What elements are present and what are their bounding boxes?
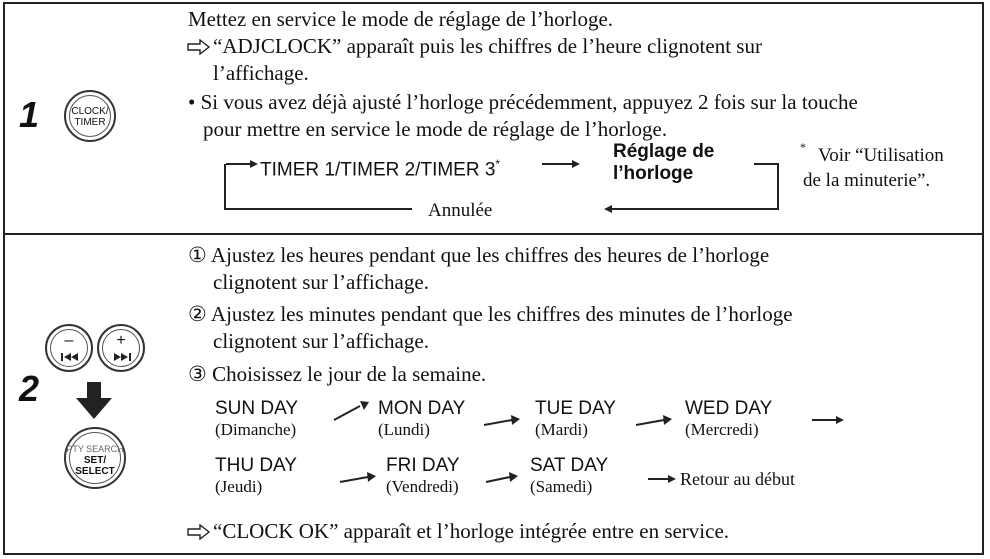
arrow-head	[250, 160, 258, 168]
footnote-mark: *	[800, 140, 806, 154]
flow-annulee: Annulée	[428, 200, 493, 221]
step-number-2: 2	[19, 368, 40, 409]
flow-reglage-line-1: Réglage de	[613, 141, 715, 162]
step-number-1: 1	[19, 94, 40, 135]
button-ring	[102, 329, 140, 367]
plus-label: +	[116, 332, 126, 349]
cycle-line	[224, 164, 412, 210]
footnote-line-1: Voir “Utilisation	[818, 145, 944, 166]
button-ring	[69, 95, 111, 137]
hollow-right-arrow-icon	[187, 524, 211, 540]
step2-item-2: ② Ajustez les minutes pendant que les ch…	[188, 302, 793, 326]
step1-result-text: “ADJCLOCK” apparaît puis les chiffres de…	[213, 34, 762, 58]
set-button-label-1: PTY SEARCH	[66, 444, 124, 454]
set-button-label-2: SET/	[83, 455, 107, 466]
set-select-button[interactable]: PTY SEARCH SET/ SELECT	[64, 427, 126, 489]
flow-timer-label: TIMER 1/TIMER 2/TIMER 3*	[260, 153, 500, 181]
flow-timer-text: TIMER 1/TIMER 2/TIMER 3	[260, 159, 496, 181]
day-thu: THU DAY	[215, 455, 297, 476]
hollow-right-arrow-icon	[187, 39, 211, 55]
step1-note-cont: pour mettre en service le mode de réglag…	[203, 117, 668, 141]
instruction-table	[3, 2, 984, 555]
step1-instruction: Mettez en service le mode de réglage de …	[188, 7, 614, 31]
step2-item-3: ③ Choisissez le jour de la semaine.	[188, 362, 487, 386]
footnote-line-2: de la minuterie”.	[803, 170, 931, 191]
arrow-head	[604, 205, 612, 213]
skip-forward-icon	[114, 353, 131, 361]
day-tue: TUE DAY	[535, 398, 616, 419]
step2-item-1: ① Ajustez les heures pendant que les chi…	[188, 243, 770, 267]
set-button-label-3: SELECT	[75, 466, 115, 477]
flow-reglage-line-2: l’horloge	[613, 163, 694, 184]
step2-item-1-cont: clignotent sur l’affichage.	[213, 270, 429, 294]
button-ring	[69, 432, 121, 484]
day-sun: SUN DAY	[215, 398, 299, 419]
button-ring	[50, 329, 88, 367]
day-sat: SAT DAY	[530, 455, 609, 476]
step1-note: • Si vous avez déjà ajusté l’horloge pré…	[188, 90, 858, 114]
day-sun-fr: (Dimanche)	[215, 420, 297, 439]
day-fri: FRI DAY	[386, 455, 460, 476]
step1-result-text-cont: l’affichage.	[213, 61, 309, 85]
day-wed-fr: (Mercredi)	[685, 420, 759, 439]
day-sat-fr: (Samedi)	[530, 477, 593, 496]
day-thu-fr: (Jeudi)	[215, 477, 263, 496]
return-to-start: Retour au début	[680, 469, 795, 489]
step2-final-result: “CLOCK OK” apparaît et l’horloge intégré…	[213, 519, 730, 543]
day-tue-fr: (Mardi)	[535, 420, 588, 439]
plus-next-button[interactable]: +	[97, 324, 145, 372]
minus-prev-button[interactable]: –	[45, 324, 93, 372]
day-wed: WED DAY	[685, 398, 773, 419]
day-mon: MON DAY	[378, 398, 466, 419]
arrow-head	[572, 160, 580, 168]
day-fri-fr: (Vendredi)	[386, 477, 459, 496]
clock-timer-button[interactable]: CLOCK/ TIMER	[64, 90, 116, 142]
clock-timer-button-label-2: TIMER	[74, 117, 106, 128]
skip-back-icon	[61, 353, 78, 361]
down-arrow-icon	[76, 382, 112, 419]
minus-label: –	[64, 332, 74, 349]
clock-timer-button-label-1: CLOCK/	[71, 106, 109, 117]
day-mon-fr: (Lundi)	[378, 420, 430, 439]
row-divider	[3, 233, 984, 235]
step2-item-2-cont: clignotent sur l’affichage.	[213, 329, 429, 353]
flow-timer-footnote-mark: *	[495, 157, 501, 171]
cycle-line	[612, 163, 779, 210]
